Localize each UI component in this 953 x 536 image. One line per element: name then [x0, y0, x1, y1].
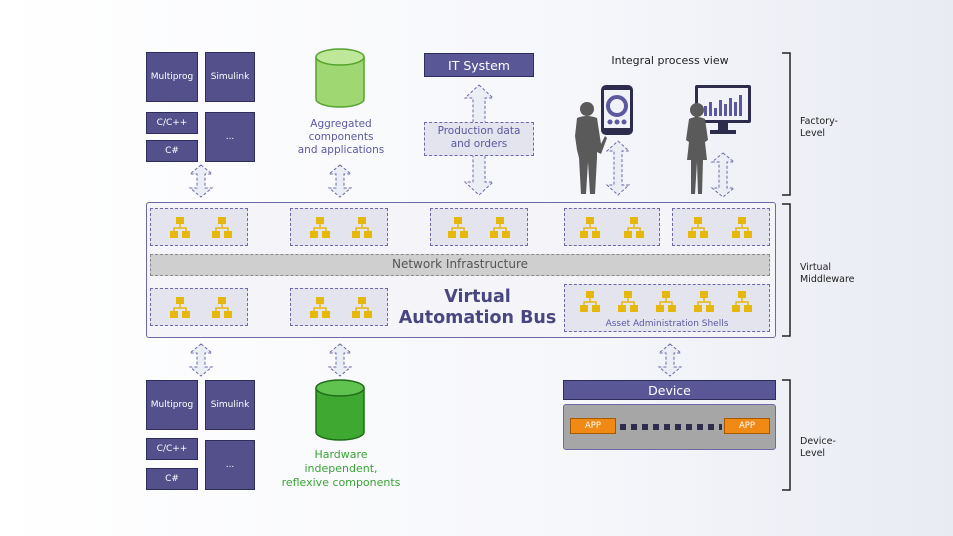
- aggregated-components-label: Aggregated components and applications: [297, 118, 385, 156]
- node-tree-icon: [170, 217, 190, 238]
- aas-label: Asset Administration Shells: [605, 319, 729, 329]
- simulink-tile-top: Simulink: [205, 52, 255, 102]
- updown-arrow-device: [657, 343, 683, 377]
- component-group-bottom-1: [150, 288, 248, 326]
- more-tools-tile-top: ...: [205, 112, 255, 162]
- monitor-icon: [695, 85, 751, 134]
- multiprog-tile-top: Multiprog: [146, 52, 198, 102]
- updown-arrow-monitor: [710, 152, 736, 198]
- node-tree-icon: [624, 217, 644, 238]
- person-icon-right: [686, 103, 708, 194]
- updown-arrow-tools-top: [188, 164, 214, 198]
- level-brackets: [782, 52, 791, 491]
- bus-title: Virtual Automation Bus: [398, 287, 557, 328]
- device-header: Device: [563, 380, 776, 400]
- simulink-tile-bottom: Simulink: [205, 380, 255, 430]
- node-tree-icon: [732, 217, 752, 238]
- node-tree-icon: [310, 217, 330, 238]
- node-tree-icon: [170, 297, 190, 318]
- app-box-right: APP: [724, 418, 770, 434]
- network-infrastructure-bar: [150, 254, 770, 276]
- node-tree-icon: [490, 217, 510, 238]
- component-group-bottom-2: [290, 288, 388, 326]
- node-tree-icon: [580, 291, 600, 312]
- tablet-icon: [601, 85, 633, 135]
- node-tree-icon: [448, 217, 468, 238]
- more-tools-tile-bottom: ...: [205, 440, 255, 490]
- csharp-tile-bottom: C#: [146, 468, 198, 490]
- database-icon-green-light: [315, 48, 365, 108]
- node-tree-icon: [732, 291, 752, 312]
- cpp-tile-top: C/C++: [146, 112, 198, 134]
- updown-arrow-aggregated: [327, 164, 353, 198]
- person-icon-left: [575, 102, 607, 194]
- node-tree-icon: [656, 291, 676, 312]
- updown-arrow-hardware: [327, 343, 353, 377]
- node-tree-icon: [694, 291, 714, 312]
- factory-level-label: Factory- Level: [800, 116, 838, 139]
- hardware-components-label: Hardware independent, reflexive componen…: [281, 448, 401, 489]
- node-tree-icon: [352, 217, 372, 238]
- production-data-label: Production data and orders: [437, 125, 521, 150]
- cpp-tile-bottom: C/C++: [146, 438, 198, 460]
- multiprog-tile-bottom: Multiprog: [146, 380, 198, 430]
- node-tree-icon: [212, 297, 232, 318]
- component-group-top-4: [564, 208, 660, 246]
- app-link-dashes: [620, 424, 722, 430]
- device-level-label: Device- Level: [800, 436, 836, 459]
- updown-arrow-tablet: [605, 140, 631, 196]
- csharp-tile-top: C#: [146, 140, 198, 162]
- node-tree-icon: [352, 297, 372, 318]
- node-tree-icon: [212, 217, 232, 238]
- database-icon-green-dark: [315, 379, 365, 441]
- node-tree-icon: [688, 217, 708, 238]
- network-infrastructure-label: Network Infrastructure: [391, 257, 529, 271]
- component-group-top-5: [672, 208, 770, 246]
- node-tree-icon: [618, 291, 638, 312]
- production-data-box: [424, 122, 534, 156]
- middleware-level-label: Virtual Middleware: [800, 262, 855, 285]
- node-tree-icon: [310, 297, 330, 318]
- integral-view-label: Integral process view: [611, 54, 729, 67]
- node-tree-icon: [580, 217, 600, 238]
- component-group-top-2: [290, 208, 388, 246]
- app-box-left: APP: [570, 418, 616, 434]
- component-group-top-1: [150, 208, 248, 246]
- component-group-top-3: [430, 208, 528, 246]
- updown-arrow-tools-bottom: [188, 343, 214, 377]
- it-system-box: IT System: [424, 53, 534, 77]
